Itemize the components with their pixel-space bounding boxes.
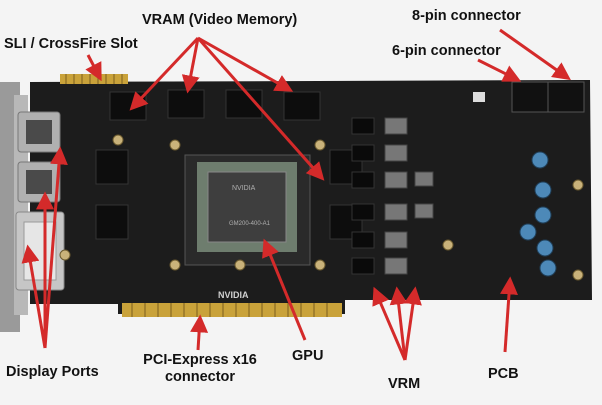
nvidia-logo: NVIDIA [218,290,249,300]
gpu-marking-brand: NVIDIA [232,185,256,192]
power-connectors [473,81,585,113]
capacitors [519,151,557,277]
pcie-label-line2: connector [164,369,236,385]
pcie-fingers [122,303,342,317]
vrm-mosfets [351,117,375,275]
gpu-package [184,154,311,266]
display-ports-label: Display Ports [6,364,99,380]
pcb-board [30,80,592,314]
vrm-chokes [384,117,434,275]
pcb-label: PCB [488,366,519,382]
gpu-label: GPU [292,348,324,364]
eight-pin-label: 8-pin connector [412,8,521,24]
vram-label: VRAM (Video Memory) [142,12,298,28]
pcie-label-line1: PCI-Express x16 [143,352,257,368]
sli-fingers [60,74,128,84]
display-ports [15,111,65,291]
pcie-label: PCI-Express x16 connector [138,352,262,386]
vrm-label: VRM [388,376,421,392]
sli-label: SLI / CrossFire Slot [4,36,138,52]
gpu-marking-model: GM200-400-A1 [229,221,271,227]
six-pin-label: 6-pin connector [392,43,501,59]
